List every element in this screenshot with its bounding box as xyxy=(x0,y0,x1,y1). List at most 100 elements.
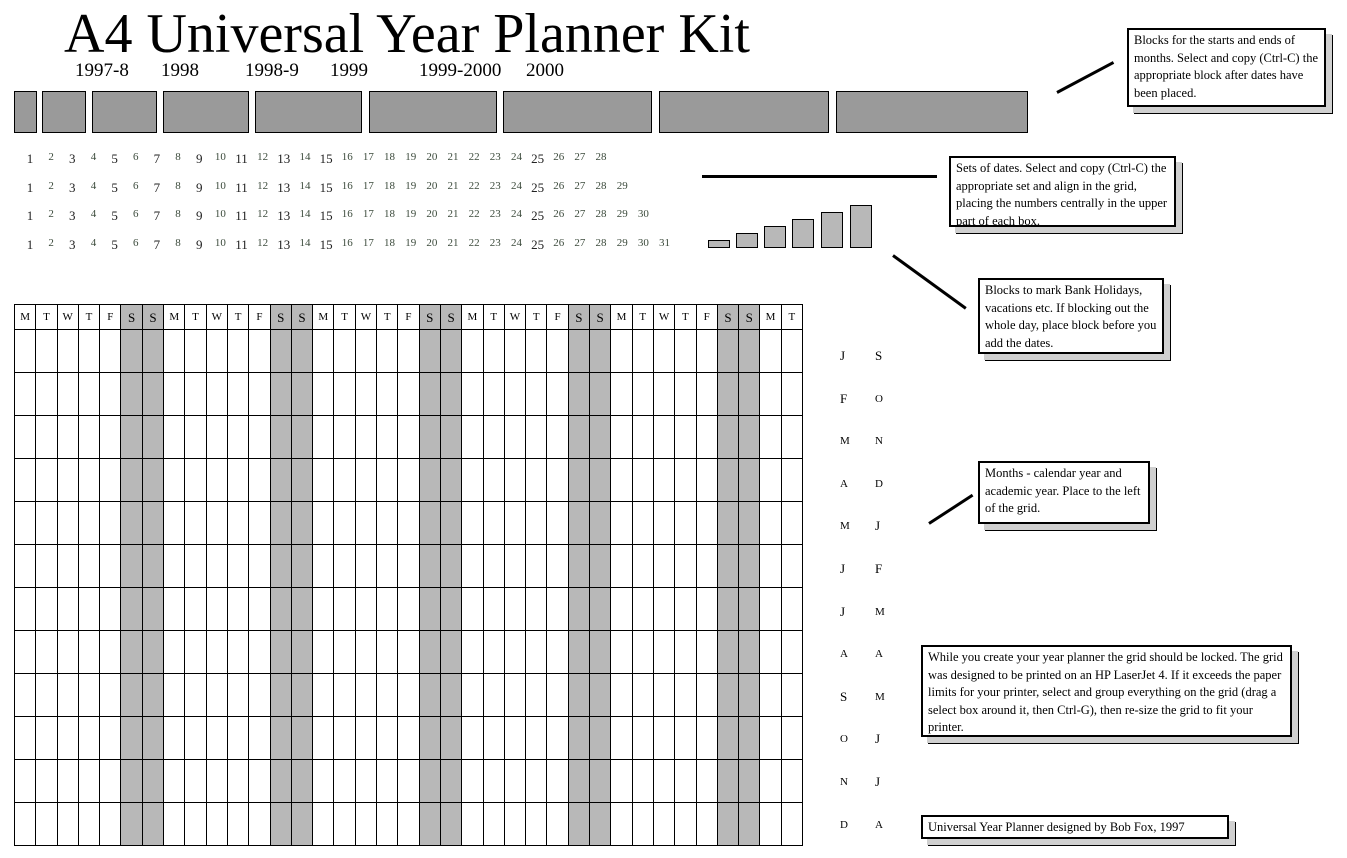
day-cell[interactable] xyxy=(418,630,441,674)
day-cell[interactable] xyxy=(290,587,314,631)
day-cell[interactable] xyxy=(461,415,484,459)
day-cell[interactable] xyxy=(503,372,527,416)
day-cell[interactable] xyxy=(546,587,569,631)
day-cell[interactable] xyxy=(312,802,335,846)
holiday-block[interactable] xyxy=(736,233,758,248)
day-cell[interactable] xyxy=(546,716,569,760)
day-cell[interactable] xyxy=(695,501,718,545)
day-cell[interactable] xyxy=(397,630,420,674)
day-cell[interactable] xyxy=(652,458,676,502)
day-cell[interactable] xyxy=(567,372,591,416)
day-cell[interactable] xyxy=(482,372,505,416)
day-cell[interactable] xyxy=(290,673,314,717)
day-cell[interactable] xyxy=(780,415,803,459)
calendar-month-label[interactable]: J xyxy=(840,603,846,619)
day-cell[interactable] xyxy=(163,759,186,803)
month-block[interactable] xyxy=(163,91,249,133)
day-cell[interactable] xyxy=(567,329,591,373)
day-cell[interactable] xyxy=(738,673,761,717)
day-cell[interactable] xyxy=(674,673,697,717)
day-cell[interactable] xyxy=(205,716,228,760)
day-cell[interactable] xyxy=(226,415,250,459)
day-cell[interactable] xyxy=(77,458,101,502)
calendar-month-label[interactable]: N xyxy=(840,776,848,788)
day-cell[interactable] xyxy=(56,372,79,416)
day-cell[interactable] xyxy=(141,458,165,502)
academic-month-label[interactable]: J xyxy=(875,518,881,534)
day-cell[interactable] xyxy=(290,630,314,674)
day-cell[interactable] xyxy=(631,415,654,459)
day-cell[interactable] xyxy=(418,716,441,760)
day-cell[interactable] xyxy=(13,802,37,846)
day-cell[interactable] xyxy=(652,587,676,631)
day-cell[interactable] xyxy=(652,501,676,545)
day-cell[interactable] xyxy=(546,544,569,588)
day-cell[interactable] xyxy=(546,415,569,459)
day-cell[interactable] xyxy=(546,630,569,674)
day-cell[interactable] xyxy=(13,329,37,373)
day-cell[interactable] xyxy=(35,501,58,545)
calendar-month-label[interactable]: S xyxy=(840,688,848,704)
day-cell[interactable] xyxy=(567,587,591,631)
day-cell[interactable] xyxy=(482,587,505,631)
day-cell[interactable] xyxy=(631,329,654,373)
day-cell[interactable] xyxy=(461,544,484,588)
day-cell[interactable] xyxy=(163,372,186,416)
day-cell[interactable] xyxy=(248,372,271,416)
day-cell[interactable] xyxy=(333,329,356,373)
day-cell[interactable] xyxy=(759,329,782,373)
calendar-month-label[interactable]: A xyxy=(840,648,848,661)
day-cell[interactable] xyxy=(163,673,186,717)
day-cell[interactable] xyxy=(13,415,37,459)
calendar-month-label[interactable]: O xyxy=(840,733,848,746)
day-cell[interactable] xyxy=(163,458,186,502)
day-cell[interactable] xyxy=(674,544,697,588)
day-cell[interactable] xyxy=(13,716,37,760)
day-cell[interactable] xyxy=(56,673,79,717)
day-cell[interactable] xyxy=(141,587,165,631)
day-cell[interactable] xyxy=(248,630,271,674)
day-cell[interactable] xyxy=(695,630,718,674)
day-cell[interactable] xyxy=(780,544,803,588)
day-cell[interactable] xyxy=(226,544,250,588)
day-cell[interactable] xyxy=(610,372,633,416)
day-cell[interactable] xyxy=(716,630,740,674)
day-cell[interactable] xyxy=(439,630,463,674)
day-cell[interactable] xyxy=(759,630,782,674)
day-cell[interactable] xyxy=(631,716,654,760)
day-cell[interactable] xyxy=(35,587,58,631)
day-cell[interactable] xyxy=(482,716,505,760)
day-cell[interactable] xyxy=(290,716,314,760)
day-cell[interactable] xyxy=(738,501,761,545)
academic-month-label[interactable]: N xyxy=(875,435,883,448)
day-cell[interactable] xyxy=(312,372,335,416)
day-cell[interactable] xyxy=(716,759,740,803)
day-cell[interactable] xyxy=(652,415,676,459)
day-cell[interactable] xyxy=(652,716,676,760)
day-cell[interactable] xyxy=(333,716,356,760)
day-cell[interactable] xyxy=(290,802,314,846)
day-cell[interactable] xyxy=(120,501,143,545)
day-cell[interactable] xyxy=(376,501,399,545)
day-cell[interactable] xyxy=(439,673,463,717)
day-cell[interactable] xyxy=(461,329,484,373)
day-cell[interactable] xyxy=(248,673,271,717)
day-cell[interactable] xyxy=(759,415,782,459)
day-cell[interactable] xyxy=(418,372,441,416)
day-cell[interactable] xyxy=(184,372,207,416)
day-cell[interactable] xyxy=(461,372,484,416)
day-cell[interactable] xyxy=(439,759,463,803)
day-cell[interactable] xyxy=(354,587,378,631)
day-cell[interactable] xyxy=(525,372,548,416)
academic-month-label[interactable]: A xyxy=(875,818,883,831)
day-cell[interactable] xyxy=(461,802,484,846)
day-cell[interactable] xyxy=(695,802,718,846)
day-cell[interactable] xyxy=(269,501,292,545)
day-cell[interactable] xyxy=(35,458,58,502)
day-cell[interactable] xyxy=(312,630,335,674)
day-cell[interactable] xyxy=(205,372,228,416)
day-cell[interactable] xyxy=(589,329,612,373)
day-cell[interactable] xyxy=(418,587,441,631)
